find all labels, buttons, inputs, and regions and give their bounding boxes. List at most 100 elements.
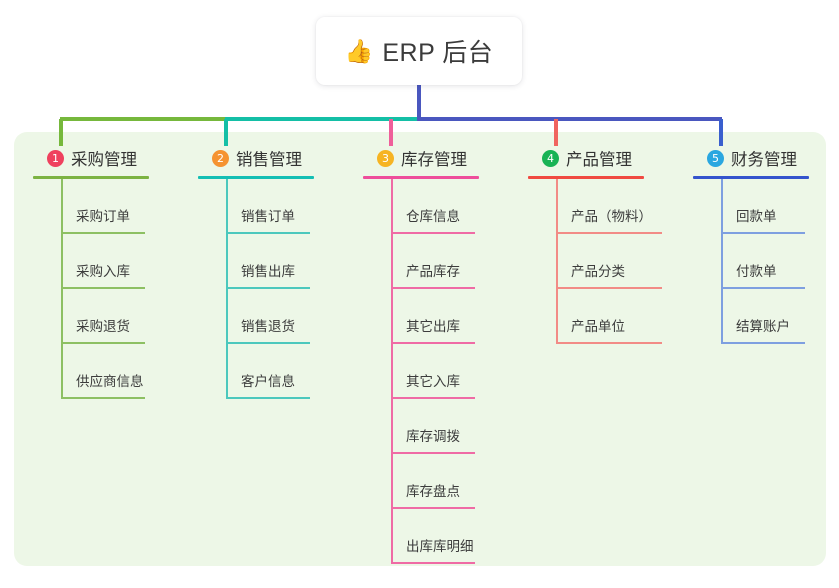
leaf-label: 库存盘点 <box>406 484 460 499</box>
leaf-rule <box>61 232 145 234</box>
leaf-rule <box>391 342 475 344</box>
leaf-label: 供应商信息 <box>76 374 144 389</box>
leaf-label: 回款单 <box>736 209 777 224</box>
leaf-list: 产品（物料） 产品分类产品单位 <box>528 179 662 344</box>
leaf-item[interactable]: 其它入库 <box>363 344 479 399</box>
leaf-list: 销售订单销售出库销售退货客户信息 <box>198 179 314 399</box>
leaf-rule <box>556 232 662 234</box>
column-header-3[interactable]: 3 库存管理 <box>363 146 479 170</box>
leaf-item[interactable]: 出库库明细 <box>363 509 479 564</box>
leaf-rule <box>61 397 145 399</box>
leaf-item[interactable]: 其它出库 <box>363 289 479 344</box>
leaf-item[interactable]: 付款单 <box>693 234 809 289</box>
root-title: ERP 后台 <box>382 39 494 67</box>
leaf-label: 销售出库 <box>241 264 295 279</box>
diagram-panel <box>14 132 826 566</box>
leaf-item[interactable]: 销售退货 <box>198 289 314 344</box>
column-header-rule <box>528 176 644 179</box>
leaf-rule <box>61 287 145 289</box>
leaf-label: 产品单位 <box>571 319 625 334</box>
leaf-label: 产品库存 <box>406 264 460 279</box>
leaf-rule <box>226 342 310 344</box>
leaf-item[interactable]: 产品单位 <box>528 289 662 344</box>
column-3: 3 库存管理仓库信息产品库存其它出库其它入库库存调拨库存盘点出库库明细 <box>363 146 479 564</box>
leaf-rule <box>721 232 805 234</box>
leaf-rule <box>391 562 475 564</box>
leaf-label: 销售订单 <box>241 209 295 224</box>
leaf-rule <box>391 287 475 289</box>
column-header-5[interactable]: 5 财务管理 <box>693 146 809 170</box>
leaf-item[interactable]: 仓库信息 <box>363 179 479 234</box>
leaf-list: 仓库信息产品库存其它出库其它入库库存调拨库存盘点出库库明细 <box>363 179 479 564</box>
column-title: 财务管理 <box>731 151 797 169</box>
column-title: 销售管理 <box>236 151 302 169</box>
leaf-list: 回款单付款单结算账户 <box>693 179 809 344</box>
leaf-spine <box>61 179 63 399</box>
column-2: 2 销售管理销售订单销售出库销售退货客户信息 <box>198 146 314 399</box>
leaf-rule <box>721 287 805 289</box>
leaf-item[interactable]: 产品（物料） <box>528 179 662 234</box>
column-badge-icon: 3 <box>377 149 394 167</box>
leaf-label: 销售退货 <box>241 319 295 334</box>
leaf-rule <box>556 287 662 289</box>
leaf-item[interactable]: 产品分类 <box>528 234 662 289</box>
column-header-rule <box>693 176 809 179</box>
leaf-rule <box>226 232 310 234</box>
leaf-label: 仓库信息 <box>406 209 460 224</box>
column-header-4[interactable]: 4 产品管理 <box>528 146 644 170</box>
column-header-rule <box>33 176 149 179</box>
column-badge-icon: 2 <box>212 149 229 167</box>
leaf-item[interactable]: 销售订单 <box>198 179 314 234</box>
leaf-rule <box>391 397 475 399</box>
leaf-spine <box>391 179 393 564</box>
leaf-label: 采购退货 <box>76 319 130 334</box>
column-title: 产品管理 <box>566 151 632 169</box>
column-header-1[interactable]: 1 采购管理 <box>33 146 149 170</box>
leaf-rule <box>556 342 662 344</box>
column-title: 采购管理 <box>71 151 137 169</box>
leaf-label: 其它入库 <box>406 374 460 389</box>
leaf-label: 结算账户 <box>736 319 790 334</box>
leaf-rule <box>721 342 805 344</box>
column-header-2[interactable]: 2 销售管理 <box>198 146 314 170</box>
leaf-label: 客户信息 <box>241 374 295 389</box>
leaf-spine <box>721 179 723 344</box>
leaf-item[interactable]: 客户信息 <box>198 344 314 399</box>
leaf-item[interactable]: 结算账户 <box>693 289 809 344</box>
leaf-rule <box>391 452 475 454</box>
leaf-rule <box>226 397 310 399</box>
leaf-spine <box>556 179 558 344</box>
column-header-rule <box>198 176 314 179</box>
leaf-label: 付款单 <box>736 264 777 279</box>
leaf-item[interactable]: 供应商信息 <box>33 344 149 399</box>
leaf-label: 产品（物料） <box>571 209 652 224</box>
thumbs-up-emoji: 👍 <box>344 37 374 64</box>
leaf-rule <box>226 287 310 289</box>
leaf-item[interactable]: 产品库存 <box>363 234 479 289</box>
leaf-item[interactable]: 采购订单 <box>33 179 149 234</box>
leaf-label: 采购入库 <box>76 264 130 279</box>
column-title: 库存管理 <box>401 151 467 169</box>
leaf-item[interactable]: 库存调拨 <box>363 399 479 454</box>
column-badge-icon: 4 <box>542 149 559 167</box>
leaf-item[interactable]: 库存盘点 <box>363 454 479 509</box>
leaf-rule <box>391 232 475 234</box>
leaf-item[interactable]: 回款单 <box>693 179 809 234</box>
column-header-rule <box>363 176 479 179</box>
leaf-item[interactable]: 采购退货 <box>33 289 149 344</box>
column-4: 4 产品管理产品（物料） 产品分类产品单位 <box>528 146 662 344</box>
root-node[interactable]: 👍 ERP 后台 <box>316 17 522 85</box>
leaf-rule <box>61 342 145 344</box>
leaf-label: 产品分类 <box>571 264 625 279</box>
leaf-spine <box>226 179 228 399</box>
leaf-item[interactable]: 销售出库 <box>198 234 314 289</box>
column-badge-icon: 5 <box>707 149 724 167</box>
leaf-list: 采购订单采购入库采购退货供应商信息 <box>33 179 149 399</box>
leaf-label: 其它出库 <box>406 319 460 334</box>
leaf-item[interactable]: 采购入库 <box>33 234 149 289</box>
column-5: 5 财务管理回款单付款单结算账户 <box>693 146 809 344</box>
leaf-label: 采购订单 <box>76 209 130 224</box>
column-badge-icon: 1 <box>47 149 64 167</box>
column-1: 1 采购管理采购订单采购入库采购退货供应商信息 <box>33 146 149 399</box>
